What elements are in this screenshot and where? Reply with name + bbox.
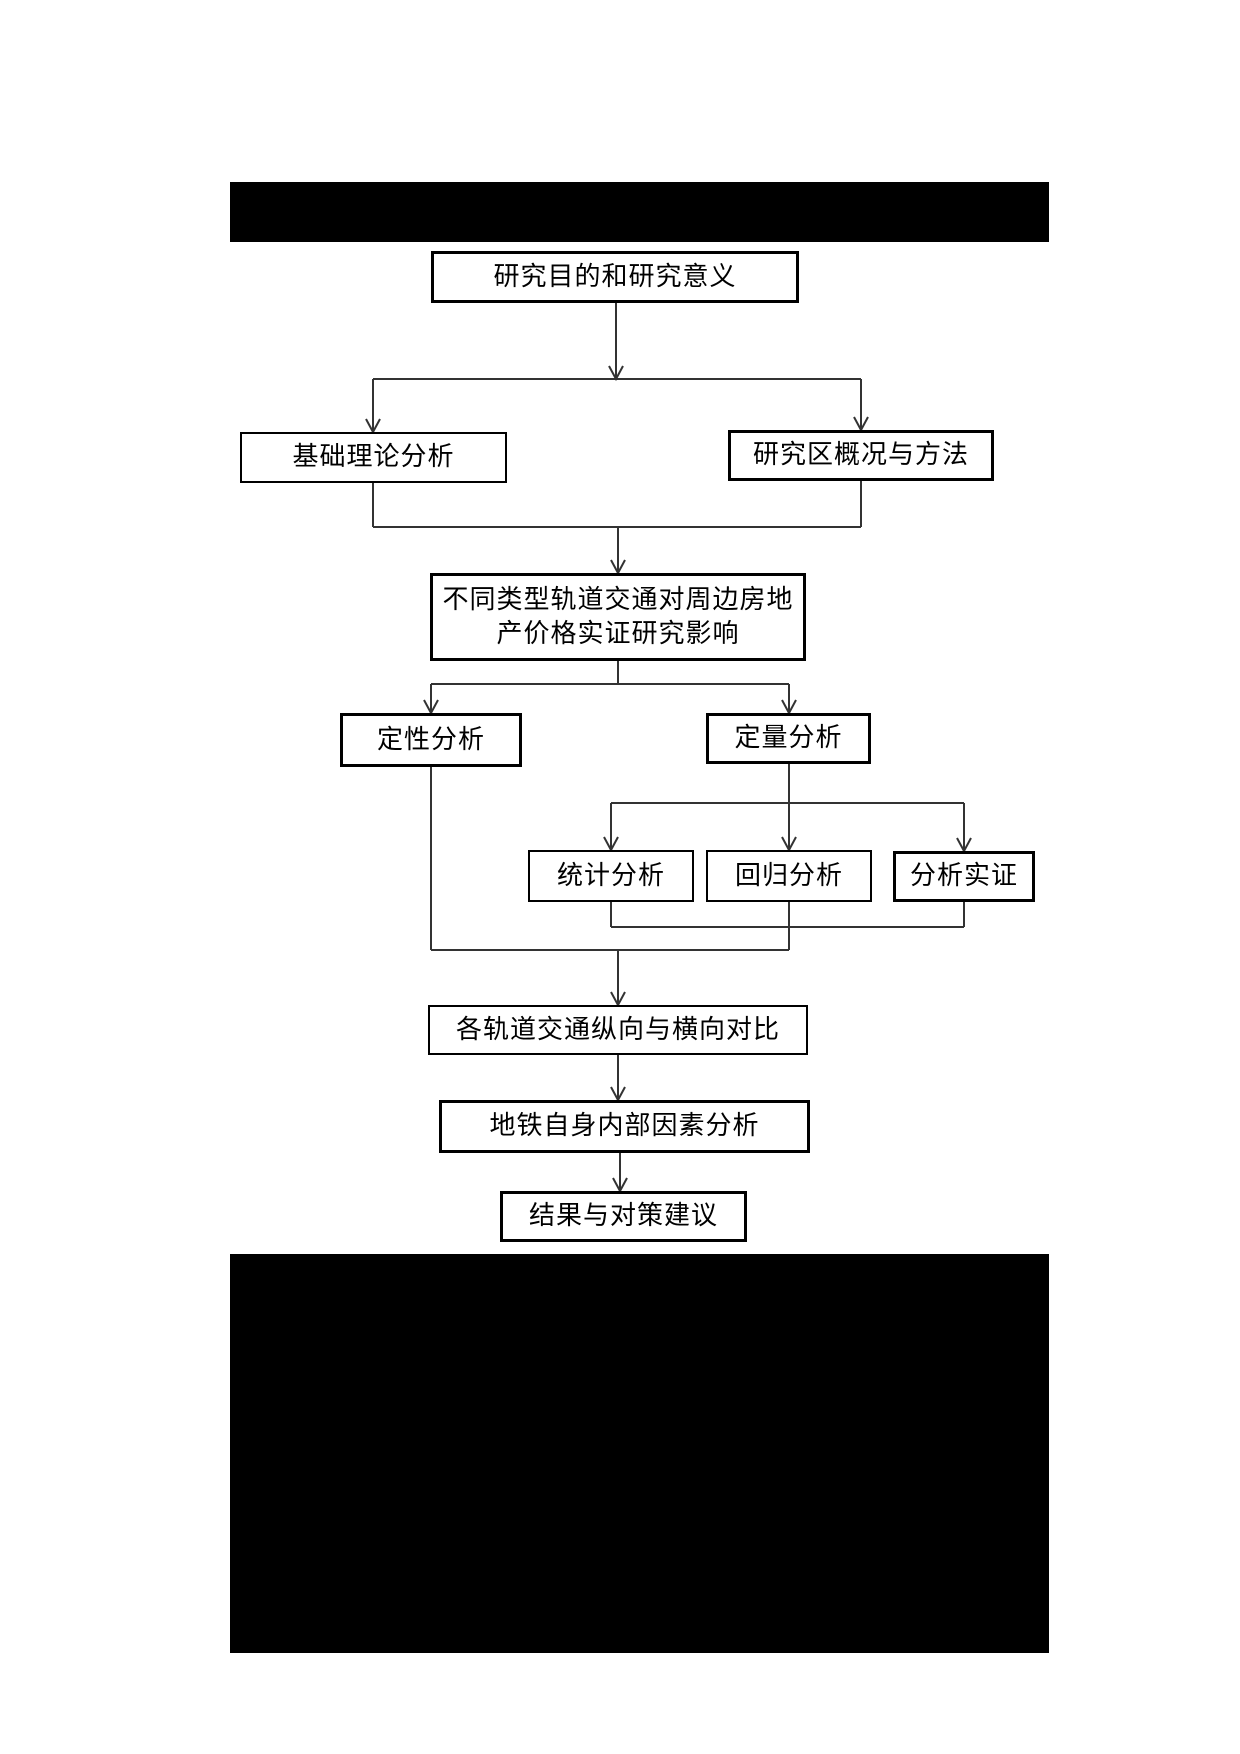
flow-node-qualitative: 定性分析 <box>340 713 522 767</box>
flow-node-analysis-empirical: 分析实证 <box>893 851 1035 902</box>
flow-node-quantitative: 定量分析 <box>706 713 871 764</box>
flow-node-study-area: 研究区概况与方法 <box>728 430 994 481</box>
flow-node-theory: 基础理论分析 <box>240 432 507 483</box>
flow-node-empirical-impact: 不同类型轨道交通对周边房地 产价格实证研究影响 <box>430 573 806 661</box>
flow-node-purpose: 研究目的和研究意义 <box>431 251 799 303</box>
flow-node-regression: 回归分析 <box>706 850 872 902</box>
flow-node-conclusion: 结果与对策建议 <box>500 1191 747 1242</box>
bottom-redaction-block <box>230 1254 1049 1653</box>
top-redaction-bar <box>230 182 1049 242</box>
flow-node-metro-factors: 地铁自身内部因素分析 <box>439 1100 810 1153</box>
flow-node-comparison: 各轨道交通纵向与横向对比 <box>428 1005 808 1055</box>
flow-node-statistical: 统计分析 <box>528 850 694 902</box>
